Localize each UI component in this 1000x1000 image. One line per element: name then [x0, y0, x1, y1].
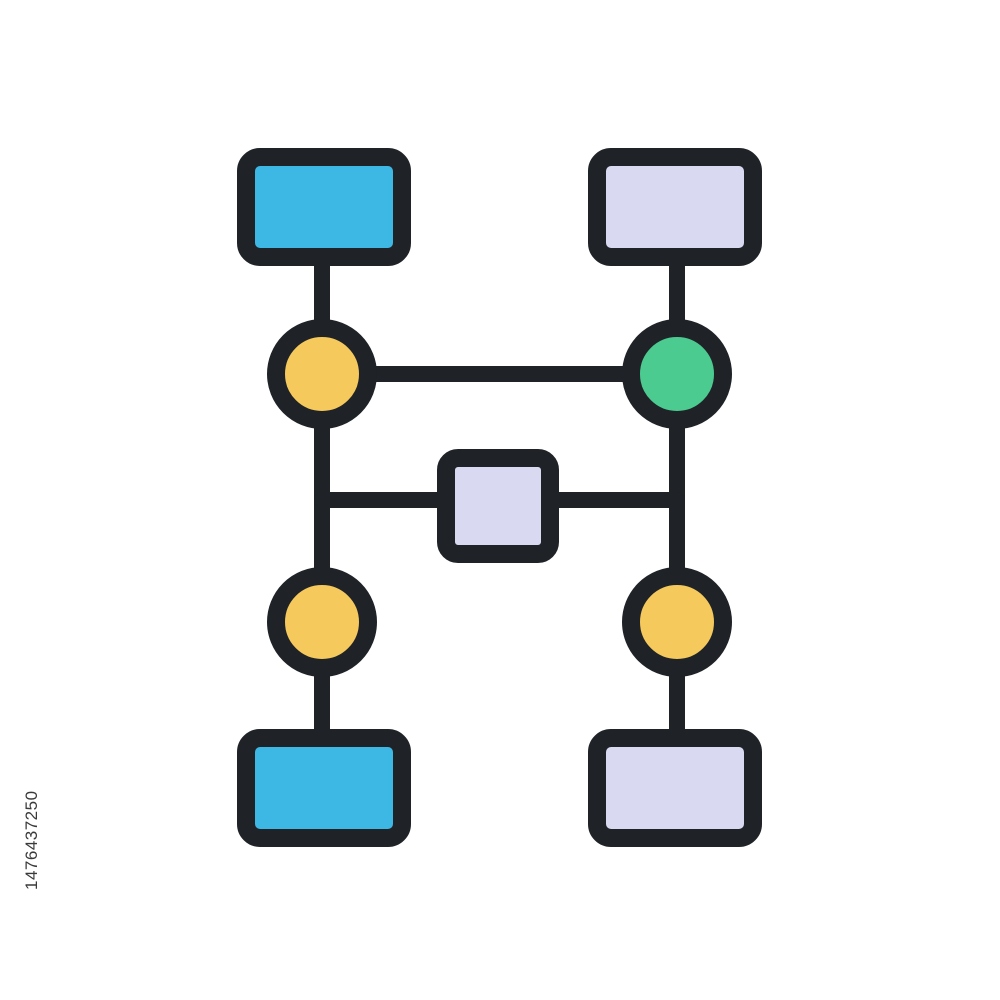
top-left-box [237, 148, 411, 266]
upper-left-circle [267, 319, 377, 429]
upper-right-circle [622, 319, 732, 429]
bottom-left-box [237, 729, 411, 847]
bottom-right-box [588, 729, 762, 847]
center-square [437, 449, 559, 563]
top-right-box [588, 148, 762, 266]
lower-right-circle [622, 567, 732, 677]
lower-left-circle [267, 567, 377, 677]
stock-image-id: 1476437250 [22, 790, 41, 890]
